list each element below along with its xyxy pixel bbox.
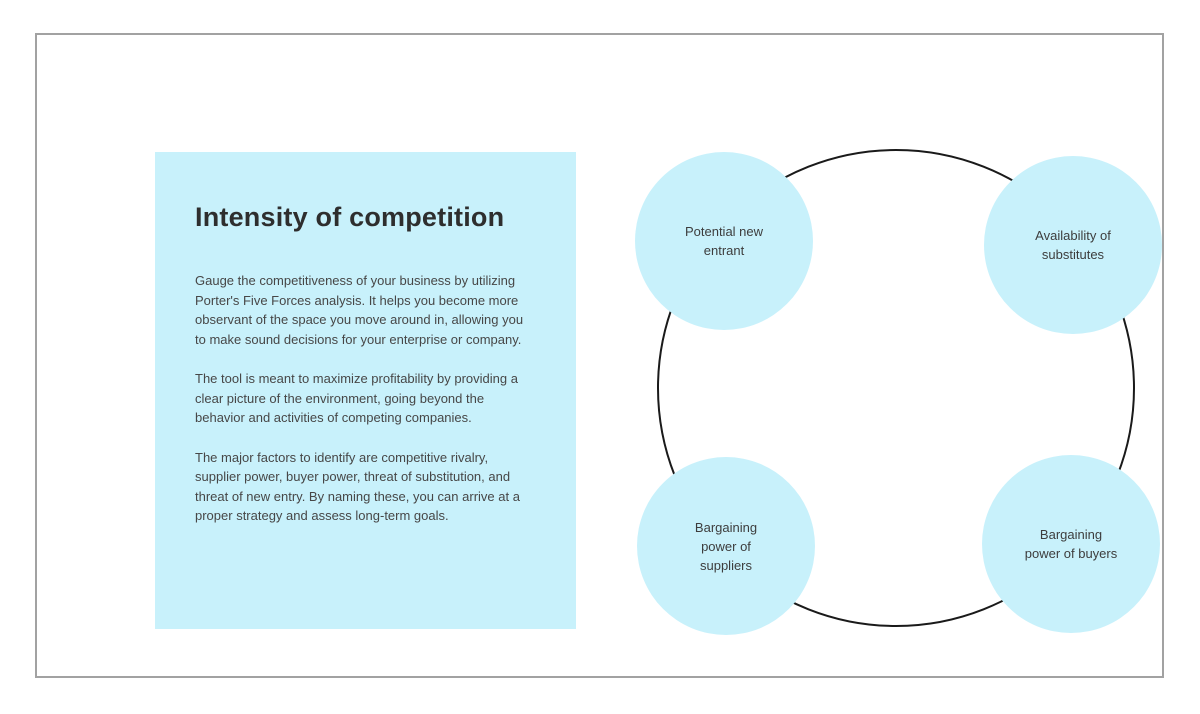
page-title: Intensity of competition — [195, 202, 505, 232]
five-forces-ring — [657, 149, 1135, 627]
force-circle-bargaining-power-of-buyers: Bargaining power of buyers — [982, 455, 1160, 633]
factors-paragraph: The major factors to identify are compet… — [195, 449, 520, 524]
info-panel: Intensity of competition Gauge the compe… — [155, 152, 576, 629]
intro-paragraph: Gauge the competitiveness of your busine… — [195, 273, 524, 347]
force-circle-availability-of-substitutes: Availability of substitutes — [984, 156, 1162, 334]
info-body: Gauge the competitiveness of your busine… — [195, 271, 536, 526]
force-circle-potential-new-entrant: Potential new entrant — [635, 152, 813, 330]
force-circle-bargaining-power-of-suppliers: Bargaining power of suppliers — [637, 457, 815, 635]
diagram-frame: Intensity of competition Gauge the compe… — [35, 33, 1164, 678]
purpose-paragraph: The tool is meant to maximize profitabil… — [195, 371, 518, 425]
